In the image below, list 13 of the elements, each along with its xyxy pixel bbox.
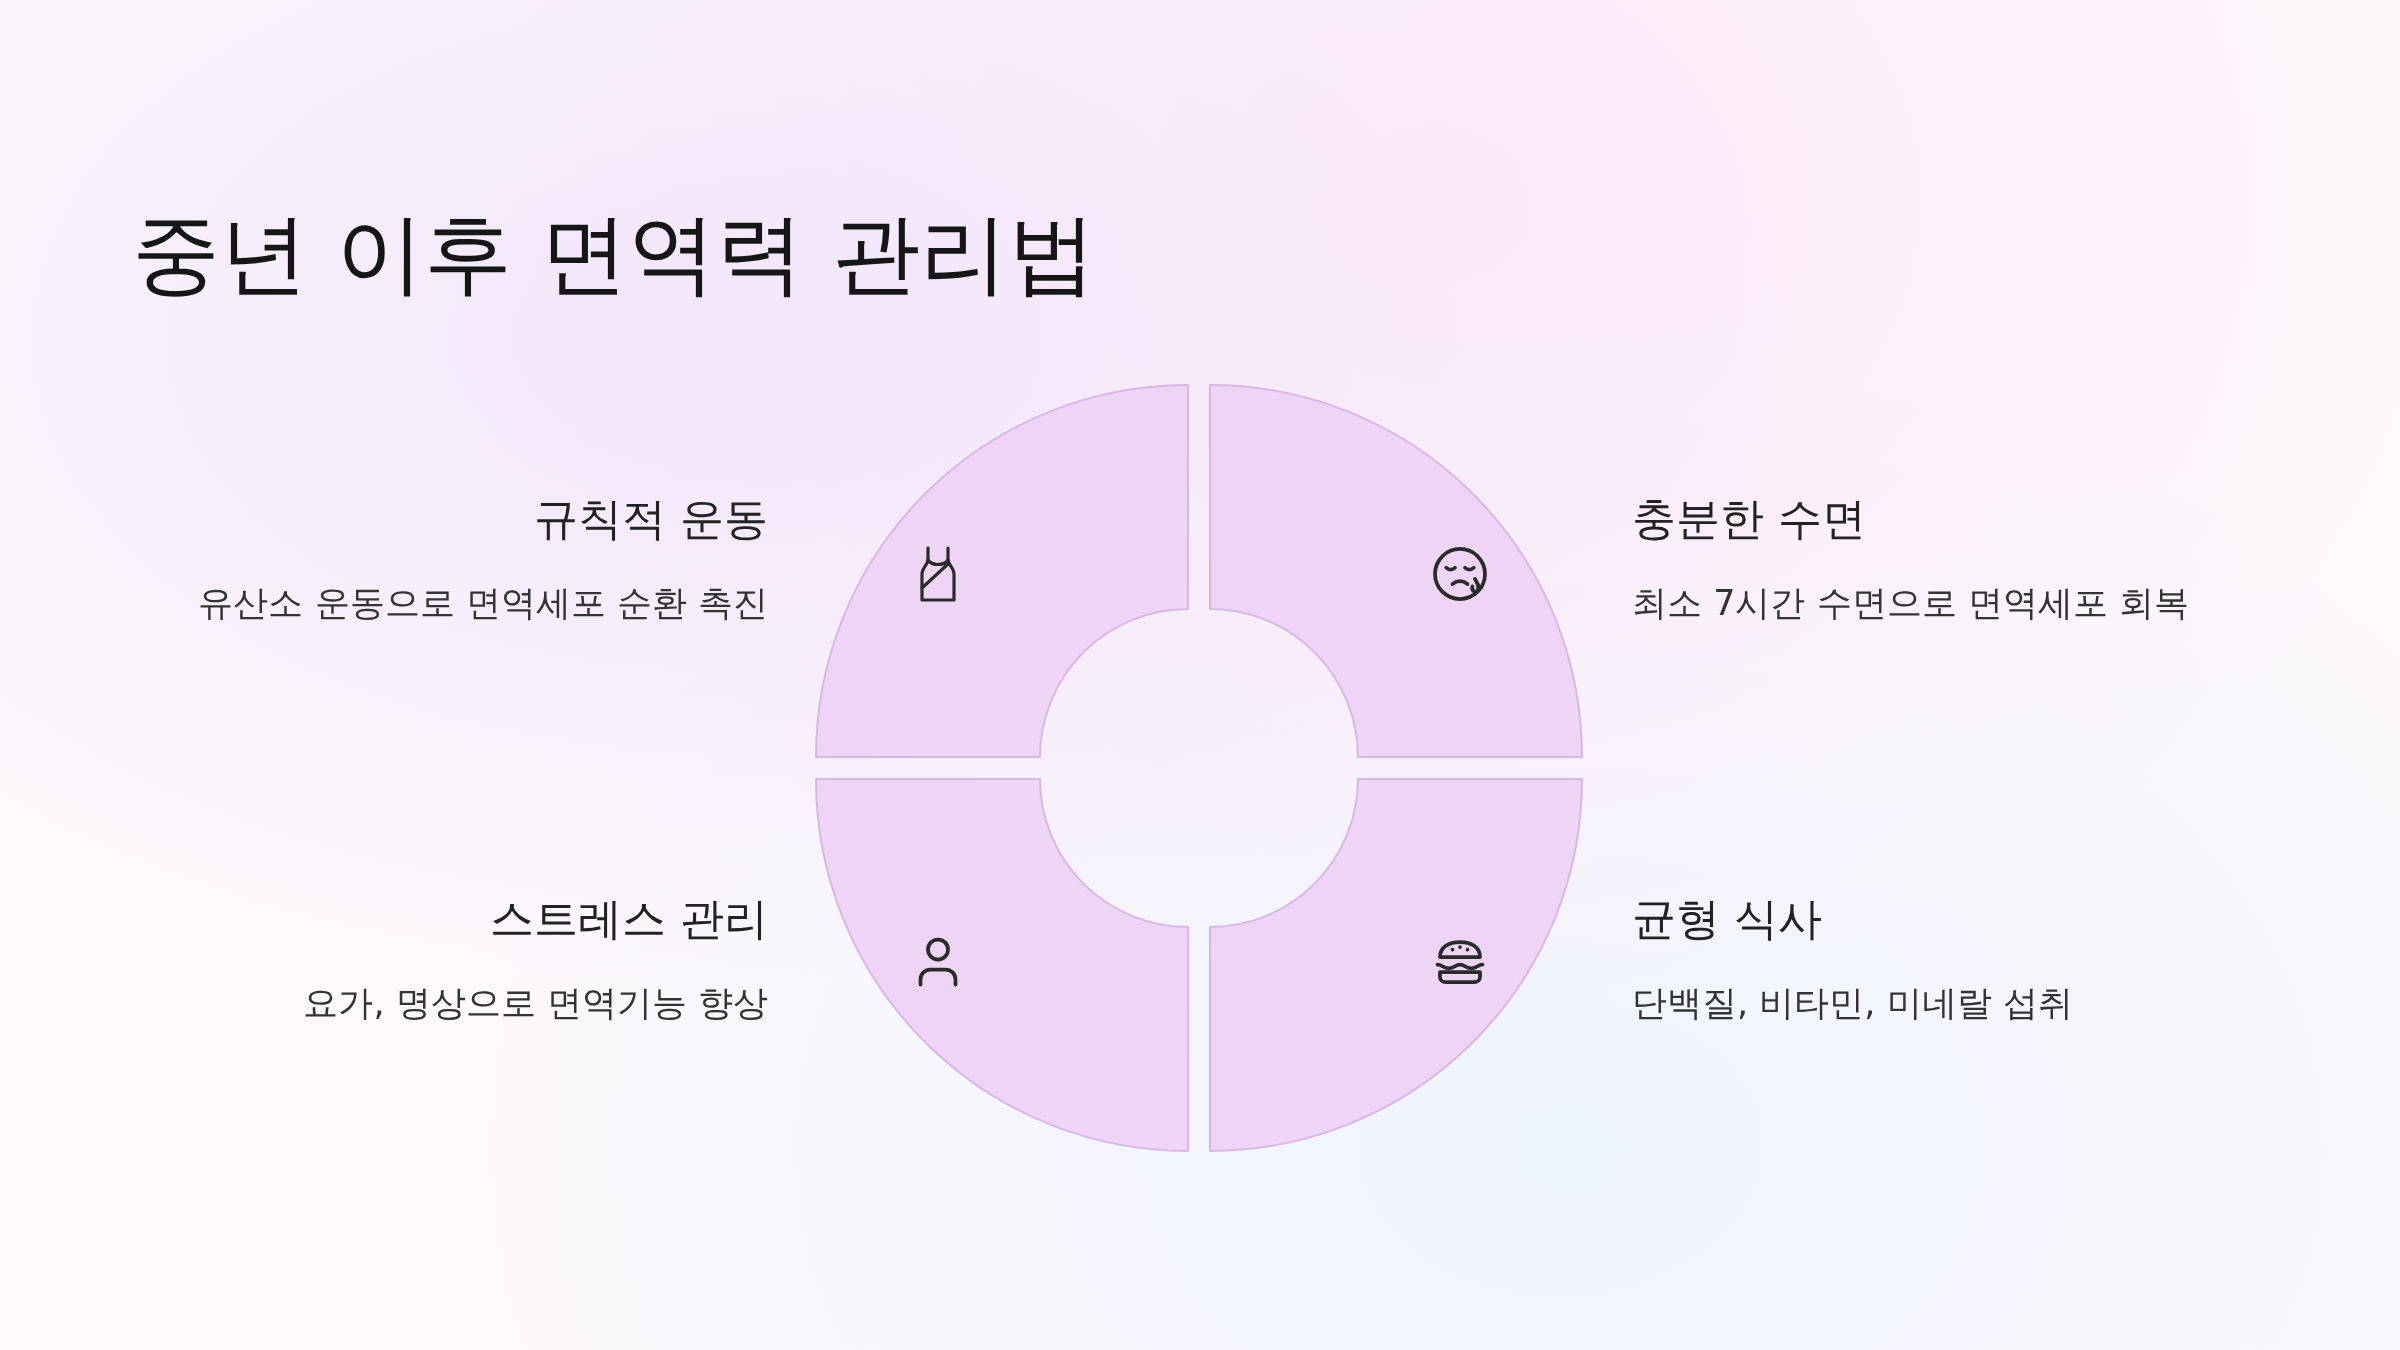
item-description: 최소 7시간 수면으로 면역세포 회복 (1632, 582, 2189, 625)
ring-segment (1210, 779, 1582, 1151)
ring-segment (816, 779, 1188, 1151)
ring-segment (1210, 385, 1582, 757)
ring-segment (816, 385, 1188, 757)
item-heading: 규칙적 운동 (534, 492, 768, 546)
item-description: 유산소 운동으로 면역세포 순환 촉진 (198, 582, 768, 625)
title: 중년 이후 면역력 관리법 (132, 201, 1096, 307)
item-heading: 균형 식사 (1632, 892, 1822, 946)
item-heading: 스트레스 관리 (490, 892, 768, 946)
item-description: 단백질, 비타민, 미네랄 섭취 (1632, 982, 2073, 1025)
item-heading: 충분한 수면 (1632, 492, 1866, 546)
item-description: 요가, 명상으로 면역기능 향상 (303, 982, 768, 1025)
